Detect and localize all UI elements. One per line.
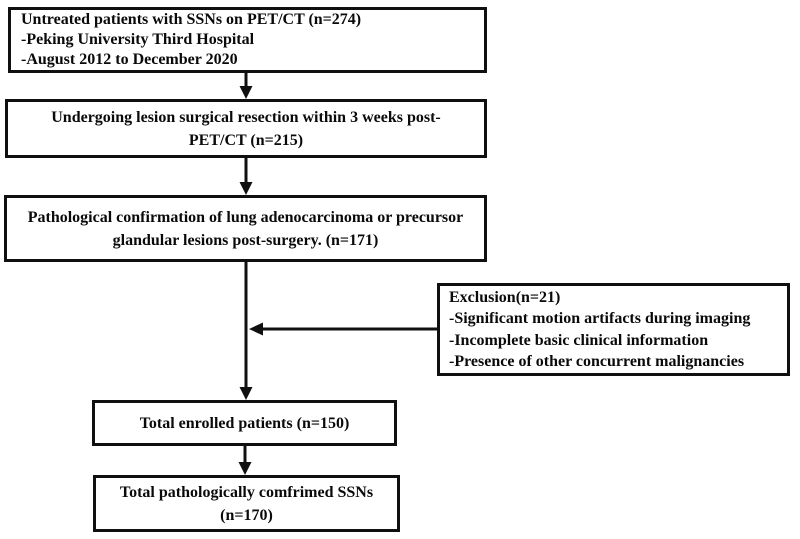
node-text-line: -Peking University Third Hospital — [21, 31, 255, 48]
node-text-line: -Incomplete basic clinical information — [449, 331, 709, 349]
arrow-down-icon — [239, 73, 253, 99]
node-text-line: -Significant motion artifacts during ima… — [449, 310, 751, 327]
node-text-line: PET/CT (n=215) — [188, 131, 304, 149]
node-text-line: -August 2012 to December 2020 — [21, 51, 238, 68]
arrow-down-icon — [239, 158, 253, 195]
node-total-enrolled: Total enrolled patients (n=150) — [92, 400, 397, 446]
node-text-line: glandular lesions post-surgery. (n=171) — [112, 231, 379, 249]
node-text-line: Pathological confirmation of lung adenoc… — [27, 208, 464, 226]
node-surgical-resection: Undergoing lesion surgical resection wit… — [5, 99, 487, 158]
node-exclusion: Exclusion(n=21) -Significant motion arti… — [437, 283, 790, 376]
arrow-down-icon — [239, 262, 253, 400]
node-text-line: Total enrolled patients (n=150) — [139, 414, 350, 432]
node-text-line: Exclusion(n=21) — [449, 288, 561, 306]
node-text-line: (n=170) — [220, 506, 273, 524]
arrow-left-icon — [249, 322, 437, 336]
node-total-confirmed-ssns: Total pathologically comfrimed SSNs (n=1… — [93, 475, 400, 532]
node-text-line: -Presence of other concurrent malignanci… — [449, 353, 745, 370]
node-text-line: Untreated patients with SSNs on PET/CT (… — [21, 11, 362, 28]
node-pathological-confirmation: Pathological confirmation of lung adenoc… — [4, 195, 487, 262]
node-text-line: Undergoing lesion surgical resection wit… — [51, 108, 441, 126]
node-untreated-patients: Untreated patients with SSNs on PET/CT (… — [8, 7, 487, 73]
node-text-line: Total pathologically comfrimed SSNs — [119, 483, 374, 501]
arrow-down-icon — [238, 446, 252, 475]
